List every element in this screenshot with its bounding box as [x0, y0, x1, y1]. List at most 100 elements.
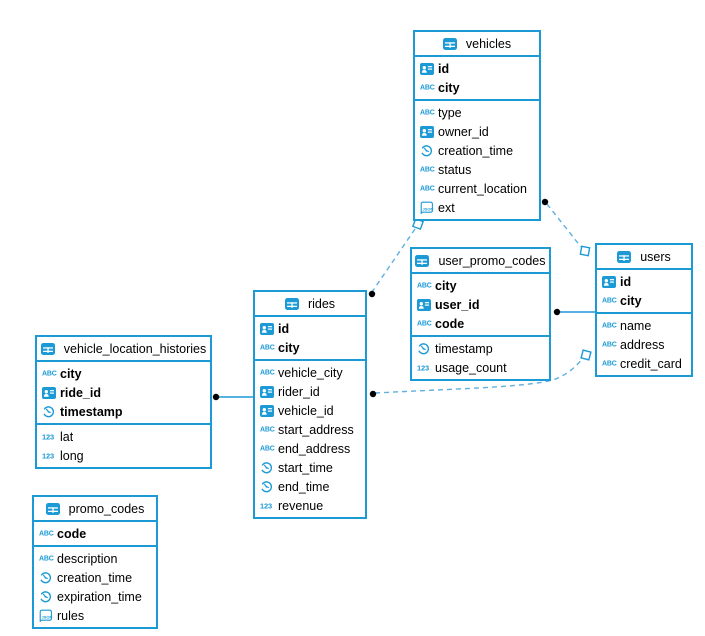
string-icon: ABC: [602, 322, 617, 330]
field-name: end_address: [278, 441, 351, 456]
table-icon: [45, 502, 64, 515]
field-name: creation_time: [438, 143, 514, 158]
table-header[interactable]: promo_codes: [34, 497, 156, 522]
table-header[interactable]: vehicles: [415, 32, 539, 57]
timestamp-icon: [39, 590, 57, 603]
field-name: code: [435, 316, 465, 331]
field-row-end_time[interactable]: end_time: [255, 477, 365, 496]
field-row-user_id[interactable]: user_id: [412, 295, 549, 314]
field-row-expiration_time[interactable]: expiration_time: [34, 587, 156, 606]
field-name: end_time: [278, 479, 330, 494]
number-icon: 123: [42, 432, 54, 442]
string-icon: ABC: [417, 282, 432, 290]
string-icon: ABC: [420, 84, 435, 92]
field-name: rider_id: [278, 384, 320, 399]
string-icon: ABC: [420, 166, 435, 174]
field-name: start_address: [278, 422, 354, 437]
field-row-timestamp[interactable]: timestamp: [37, 402, 210, 421]
number-icon: 123: [417, 363, 429, 373]
table-icon: [40, 342, 59, 355]
table-header[interactable]: rides: [255, 292, 365, 317]
field-name: code: [57, 526, 87, 541]
uuid-icon: [420, 125, 438, 138]
string-icon: ABC: [602, 297, 617, 305]
field-name: status: [438, 162, 472, 177]
field-name: creation_time: [57, 570, 133, 585]
table-header[interactable]: vehicle_location_histories: [37, 337, 210, 362]
table-header[interactable]: user_promo_codes: [412, 249, 549, 274]
timestamp-icon: [42, 405, 60, 418]
uuid-icon: [42, 386, 60, 399]
string-icon: ABC: [602, 341, 617, 349]
field-row-id[interactable]: id: [597, 272, 691, 291]
field-name: rules: [57, 608, 85, 623]
field-name: start_time: [278, 460, 333, 475]
table-header[interactable]: users: [597, 245, 691, 270]
timestamp-icon: [39, 571, 57, 584]
uuid-icon: [420, 62, 438, 75]
field-name: city: [60, 366, 82, 381]
field-row-rules[interactable]: JSON rules: [34, 606, 156, 625]
field-row-creation_time[interactable]: creation_time: [34, 568, 156, 587]
field-row-vehicle_id[interactable]: vehicle_id: [255, 401, 365, 420]
string-icon: ABC: [260, 445, 275, 453]
table-name: user_promo_codes: [438, 253, 546, 268]
field-row-creation_time[interactable]: creation_time: [415, 141, 539, 160]
field-row-ride_id[interactable]: ride_id: [37, 383, 210, 402]
field-row-id[interactable]: id: [255, 319, 365, 338]
field-name: timestamp: [60, 404, 123, 419]
field-row-start_time[interactable]: start_time: [255, 458, 365, 477]
field-row-rider_id[interactable]: rider_id: [255, 382, 365, 401]
field-row-id[interactable]: id: [415, 59, 539, 78]
table-icon: [284, 297, 303, 310]
field-name: type: [438, 105, 462, 120]
field-name: current_location: [438, 181, 527, 196]
field-name: name: [620, 318, 652, 333]
string-icon: ABC: [260, 426, 275, 434]
uuid-icon: [602, 275, 620, 288]
svg-text:JSON: JSON: [42, 614, 53, 619]
field-row-timestamp[interactable]: timestamp: [412, 339, 549, 358]
table-name: vehicles: [465, 36, 512, 51]
uuid-icon: [417, 298, 435, 311]
string-icon: ABC: [420, 185, 435, 193]
field-row-owner_id[interactable]: owner_id: [415, 122, 539, 141]
string-icon: ABC: [602, 360, 617, 368]
field-name: city: [435, 278, 457, 293]
field-name: ride_id: [60, 385, 101, 400]
